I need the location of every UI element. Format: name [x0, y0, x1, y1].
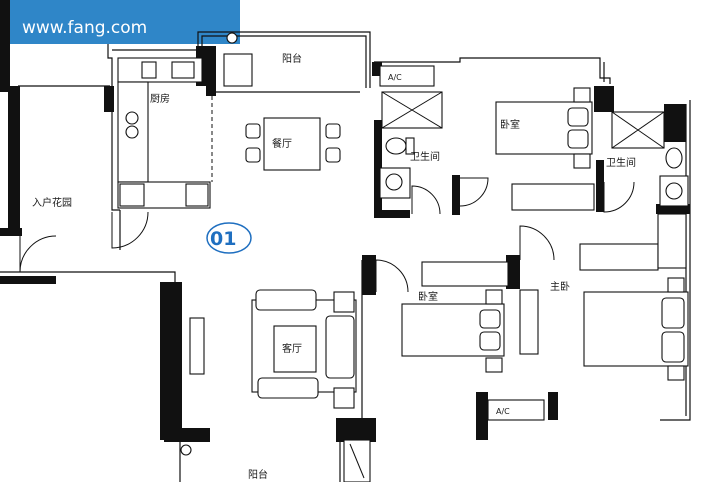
room-label-master: 主卧 — [550, 280, 570, 293]
unit-number-ring — [206, 222, 252, 254]
bathroom-left: A/C — [379, 65, 443, 199]
unit-number-label: 01 — [210, 228, 236, 250]
ac-unit-label-1: A/C — [388, 73, 402, 82]
room-label-entry-garden: 入户花园 — [32, 196, 72, 209]
watermark-text: www.fang.com — [22, 18, 147, 38]
room-label-bedroom-mid: 卧室 — [418, 290, 438, 303]
doors — [19, 177, 635, 293]
ac-unit-label-2: A/C — [496, 407, 510, 416]
master-bedroom-furniture — [579, 213, 689, 381]
outline-walls — [0, 31, 691, 482]
watermark-band — [0, 0, 240, 44]
room-label-bath-right: 卫生间 — [606, 156, 636, 169]
room-label-balcony-bottom: 阳台 — [248, 468, 268, 481]
room-label-bath-left: 卫生间 — [410, 150, 440, 163]
dining-table — [245, 117, 341, 171]
bedroom-mid-furniture: A/C — [401, 261, 545, 421]
room-label-bedroom-top: 卧室 — [500, 118, 520, 131]
room-label-balcony-top: 阳台 — [282, 52, 302, 65]
structural-walls — [0, 0, 690, 442]
room-label-living: 客厅 — [282, 342, 302, 355]
room-label-kitchen: 厨房 — [150, 92, 170, 105]
bedroom-top-furniture — [495, 87, 689, 211]
kitchen — [117, 32, 253, 209]
room-label-dining: 餐厅 — [272, 137, 292, 150]
living-room-furniture — [180, 289, 371, 482]
